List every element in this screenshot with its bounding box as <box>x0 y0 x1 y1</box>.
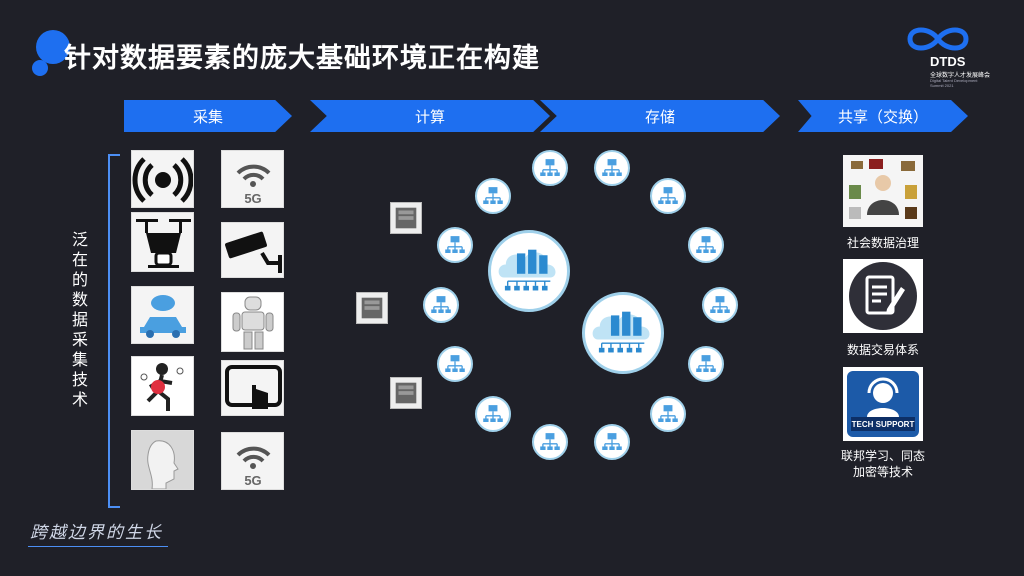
network-node-icon <box>540 433 560 450</box>
sharing-panel-trading <box>843 259 923 333</box>
collection-label: 泛在的数据采集技术 <box>71 230 88 409</box>
network-node-icon <box>696 236 716 253</box>
radio-signal-icon <box>132 157 193 203</box>
drone-icon <box>136 219 191 268</box>
logo-subtitle-cn: 全球数字人才发展峰会 <box>930 73 991 79</box>
wifi-5g-icon: 5G <box>236 446 271 488</box>
server-icon <box>361 297 383 319</box>
tile-drone <box>131 212 194 272</box>
logo-subtitle-en-1: Digital Talent Development <box>930 78 978 83</box>
network-node-icon <box>696 355 716 372</box>
storage-node <box>650 178 686 214</box>
tablet-touch-icon <box>225 365 282 409</box>
network-node-icon <box>710 296 730 313</box>
tile-5g-text: 5G <box>244 191 261 206</box>
stage-share-label: 共享（交换） <box>837 107 928 126</box>
network-node-icon <box>658 405 678 422</box>
storage-node <box>475 178 511 214</box>
logo-subtitle-en-2: Summit 2021 <box>930 83 954 88</box>
sharing-panel-governance <box>843 155 923 227</box>
face-scan-icon <box>147 440 179 489</box>
infinity-icon <box>907 27 969 51</box>
logo-brand: DTDS <box>930 54 966 69</box>
tile-5g-top: 5G <box>221 150 284 208</box>
network-node-icon <box>602 159 622 176</box>
signature: 跨越边界的生长 <box>30 523 163 543</box>
storage-node <box>702 287 738 323</box>
network-node-icon <box>602 433 622 450</box>
sharing-caption-tech: 联邦学习、同态加密等技术 <box>840 449 925 479</box>
runner-sensor-icon <box>140 363 184 411</box>
tech-support-icon: TECH SUPPORT <box>847 371 919 437</box>
tile-5g-text: 5G <box>244 473 261 488</box>
cloud-server-icon <box>498 249 556 291</box>
tile-face-scan <box>131 430 194 490</box>
storage-node <box>688 227 724 263</box>
server-icon <box>395 207 417 229</box>
network-node-icon <box>483 405 503 422</box>
sharing-panel-tech: TECH SUPPORT <box>843 367 923 441</box>
stage-compute: 计算 <box>310 100 550 132</box>
network-node-icon <box>540 159 560 176</box>
stage-collect: 采集 <box>124 100 292 132</box>
sharing-caption-governance: 社会数据治理 <box>846 236 919 250</box>
stage-share: 共享（交换） <box>798 100 968 132</box>
storage-node <box>475 396 511 432</box>
stage-store: 存储 <box>540 100 780 132</box>
cloud-datacenter-1 <box>488 230 570 312</box>
tech-support-badge: TECH SUPPORT <box>852 420 915 429</box>
tile-cctv <box>221 222 284 278</box>
tile-connected-car <box>131 286 194 344</box>
collection-bracket <box>108 154 120 508</box>
storage-node <box>594 424 630 460</box>
storage-node <box>532 150 568 186</box>
stage-collect-label: 采集 <box>192 107 223 126</box>
network-node-icon <box>431 296 451 313</box>
document-pen-icon <box>849 262 917 330</box>
tile-tablet <box>221 360 284 416</box>
tile-robot <box>221 292 284 352</box>
stage-store-label: 存储 <box>644 107 675 126</box>
server-icon <box>395 382 417 404</box>
storage-node <box>650 396 686 432</box>
robot-icon <box>232 296 274 350</box>
connected-car-icon <box>140 295 186 338</box>
cctv-camera-icon <box>225 231 282 273</box>
title-deco-large <box>36 30 70 64</box>
page-title: 针对数据要素的庞大基础环境正在构建 <box>64 43 540 74</box>
cloud-server-icon <box>592 311 650 353</box>
storage-node <box>594 150 630 186</box>
tile-radio-signal <box>131 150 194 208</box>
dtds-logo: DTDS 全球数字人才发展峰会 Digital Talent Developme… <box>898 24 998 90</box>
server-1 <box>390 202 422 234</box>
network-node-icon <box>658 187 678 204</box>
signature-underline <box>28 546 168 547</box>
cloud-datacenter-2 <box>582 292 664 374</box>
wifi-5g-icon: 5G <box>236 164 271 206</box>
title-deco-small <box>32 60 48 76</box>
stage-compute-label: 计算 <box>414 107 445 126</box>
storage-node <box>423 287 459 323</box>
network-node-icon <box>483 187 503 204</box>
storage-node <box>437 346 473 382</box>
network-node-icon <box>445 236 465 253</box>
network-node-icon <box>445 355 465 372</box>
storage-node <box>688 346 724 382</box>
tile-5g-bottom: 5G <box>221 432 284 490</box>
storage-node <box>437 227 473 263</box>
storage-node <box>532 424 568 460</box>
tile-runner <box>131 356 194 416</box>
sharing-caption-trading: 数据交易体系 <box>846 343 919 357</box>
judge-icon <box>849 159 917 219</box>
server-2 <box>356 292 388 324</box>
server-3 <box>390 377 422 409</box>
